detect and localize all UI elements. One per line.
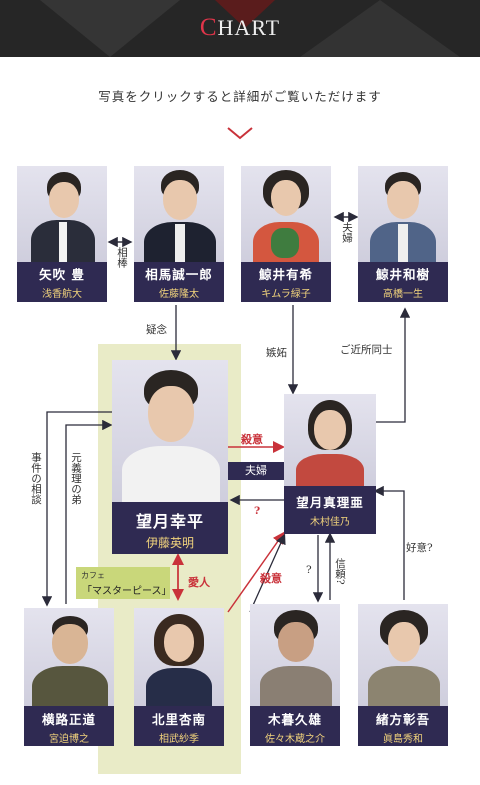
actor-name: 佐々木蔵之介: [265, 734, 325, 745]
character-name: 鯨井和樹: [375, 267, 430, 282]
actor-name: 伊藤英明: [145, 536, 194, 550]
character-name: 相馬誠一郎: [145, 267, 213, 282]
relation-fuufu-mid: 夫婦: [228, 462, 284, 480]
header-banner: CHART: [0, 0, 480, 57]
character-name: 矢吹 豊: [39, 267, 85, 282]
relation-shitto: 嫉妬: [266, 347, 287, 359]
portrait-kujirai-yuki[interactable]: [241, 166, 331, 262]
character-name: 木暮久雄: [267, 712, 322, 727]
character-name: 北里杏南: [151, 712, 206, 727]
character-name: 望月真理亜: [296, 495, 364, 510]
portrait-yokoji[interactable]: [24, 608, 114, 706]
portrait-soma[interactable]: [134, 166, 224, 262]
relation-aibou: 相棒: [116, 247, 128, 268]
relation-shinrai: 信頼?: [334, 558, 346, 585]
relation-moto-giri: 元義理の弟: [70, 452, 82, 505]
actor-name: 高橋一生: [383, 289, 423, 300]
actor-name: 眞島秀和: [383, 734, 423, 745]
chevron-down-icon: [227, 127, 253, 140]
portrait-mochizuki-mariya[interactable]: [284, 394, 376, 486]
header-decoration: [40, 0, 180, 57]
name-card-kujirai-yuki[interactable]: 鯨井有希 キムラ緑子: [241, 262, 331, 302]
character-name: 緒方彰吾: [375, 712, 430, 727]
actor-name: 相武紗季: [159, 734, 199, 745]
cafe-label: カフェ 「マスターピース」: [76, 567, 172, 599]
actor-name: 宮迫博之: [49, 734, 89, 745]
cafe-prefix: カフェ: [81, 571, 105, 580]
relation-gokinjo: ご近所同士: [340, 344, 393, 356]
name-card-ogata[interactable]: 緒方彰吾 眞島秀和: [358, 706, 448, 746]
instruction-text: 写真をクリックすると詳細がご覧いただけます: [98, 89, 382, 104]
name-card-kitazato[interactable]: 北里杏南 相武紗季: [134, 706, 224, 746]
relation-koui: 好意?: [406, 542, 433, 554]
portrait-mochizuki-kohei[interactable]: [112, 360, 228, 502]
portrait-kogure[interactable]: [250, 604, 340, 706]
relation-jiken: 事件の相談: [30, 452, 42, 505]
name-card-yokoji[interactable]: 横路正道 宮迫博之: [24, 706, 114, 746]
portrait-yabuki[interactable]: [17, 166, 107, 262]
header-decoration: [300, 0, 460, 57]
character-name: 鯨井有希: [258, 267, 313, 282]
character-name: 横路正道: [41, 712, 96, 727]
relation-satsui-top: 殺意: [241, 433, 263, 446]
actor-name: 浅香航大: [42, 289, 82, 300]
page-title: CHART: [199, 14, 281, 41]
portrait-ogata[interactable]: [358, 604, 448, 706]
name-card-soma[interactable]: 相馬誠一郎 佐藤隆太: [134, 262, 224, 302]
actor-name: 木村佳乃: [310, 517, 350, 528]
name-card-mochizuki-mariya[interactable]: 望月真理亜 木村佳乃: [284, 486, 376, 534]
name-card-kujirai-kazuki[interactable]: 鯨井和樹 高橋一生: [358, 262, 448, 302]
relation-satsui-bottom: 殺意: [260, 572, 282, 585]
character-name: 望月幸平: [135, 512, 204, 531]
name-card-yabuki[interactable]: 矢吹 豊 浅香航大: [17, 262, 107, 302]
actor-name: キムラ緑子: [261, 289, 311, 300]
cafe-name: 「マスターピース」: [82, 586, 172, 597]
portrait-kujirai-kazuki[interactable]: [358, 166, 448, 262]
relation-fuufu-top: 夫婦: [341, 222, 353, 243]
name-card-mochizuki-kohei[interactable]: 望月幸平 伊藤英明: [112, 502, 228, 554]
relation-question-mid: ?: [254, 505, 261, 517]
relation-aijin: 愛人: [188, 576, 210, 589]
relation-question-left: ?: [306, 564, 312, 576]
relation-ginen: 疑念: [146, 324, 167, 336]
actor-name: 佐藤隆太: [159, 289, 199, 300]
header-decoration: [215, 0, 275, 28]
portrait-kitazato[interactable]: [134, 608, 224, 706]
name-card-kogure[interactable]: 木暮久雄 佐々木蔵之介: [250, 706, 340, 746]
